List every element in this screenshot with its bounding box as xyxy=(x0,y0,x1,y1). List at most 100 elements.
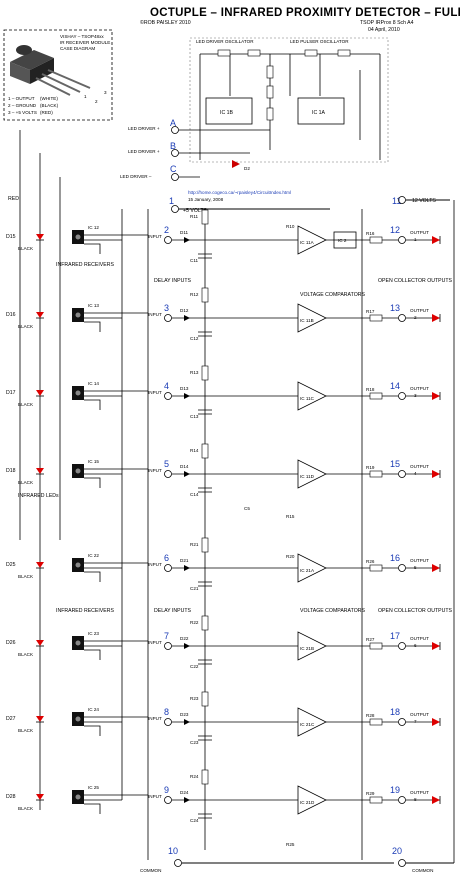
diode-icon xyxy=(184,719,190,725)
input-label: INPUT xyxy=(148,794,162,799)
ir-led-icon xyxy=(36,562,44,568)
output-channel-number: 7 xyxy=(414,719,417,724)
infrared-leds-label: INFRARED LEDs xyxy=(18,493,59,499)
url-date: 15 January, 2008 xyxy=(188,197,224,202)
diode-label: D13 xyxy=(180,386,189,391)
delay-resistor xyxy=(201,615,209,631)
pulser-osc-label: LED PULSER OSCILLATOR xyxy=(290,39,349,44)
black-wire-label: BLACK xyxy=(18,806,34,811)
input-terminal-number: 4 xyxy=(164,381,169,391)
doc-id: TSOP IRProx 8 Sch A4 xyxy=(360,20,414,26)
resistor-label: R12 xyxy=(190,292,199,297)
output-terminal-number: 18 xyxy=(390,707,400,717)
input-terminal xyxy=(164,564,172,572)
voltage-comparators-label-2: VOLTAGE COMPARATORS xyxy=(300,608,365,614)
output-resistor xyxy=(369,642,383,650)
output-channel-number: 3 xyxy=(414,393,417,398)
output-led-icon xyxy=(432,470,440,478)
black-wire-label: BLACK xyxy=(18,324,34,329)
comparator-label: IC 11B xyxy=(300,318,314,323)
c5-label: C5 xyxy=(244,506,250,511)
capacitor-label: C23 xyxy=(190,740,199,745)
comparator-opamp xyxy=(297,553,327,583)
delay-resistor xyxy=(201,769,209,785)
delay-resistor xyxy=(201,443,209,459)
plus-12v-label: 12 VOLTS xyxy=(412,198,436,204)
delay-resistor xyxy=(201,287,209,303)
input-terminal xyxy=(164,796,172,804)
receiver-ic-label: IC 12 xyxy=(88,225,99,230)
terminal-c: C xyxy=(170,164,177,174)
common-label-right: COMMON xyxy=(412,868,433,873)
receiver-ic-label: IC 14 xyxy=(88,381,99,386)
pin-num-3: 3 xyxy=(104,90,107,95)
terminal-b: B xyxy=(170,141,176,151)
author-credit: ©ROB PAISLEY 2010 xyxy=(140,19,191,26)
diode-icon xyxy=(184,393,190,399)
ir-led-icon xyxy=(36,390,44,396)
terminal-10: 10 xyxy=(168,846,178,856)
ir-led-icon xyxy=(36,640,44,646)
diode-label: D11 xyxy=(180,230,189,235)
output-resistor-label: R28 xyxy=(366,713,375,718)
output-label: OUTPUT xyxy=(410,464,429,469)
output-terminal xyxy=(398,564,406,572)
resistor-label: R11 xyxy=(190,214,199,219)
output-led-icon xyxy=(432,314,440,322)
input-terminal-number: 2 xyxy=(164,225,169,235)
output-resistor xyxy=(369,564,383,572)
diode-icon xyxy=(184,237,190,243)
delay-resistor xyxy=(201,537,209,553)
led-driver-b-label: LED DRIVER + xyxy=(128,149,160,154)
input-terminal xyxy=(164,392,172,400)
capacitor-label: C11 xyxy=(190,258,199,263)
ir-led-label: D25 xyxy=(6,562,16,568)
pin2-desc: 2 – GROUND xyxy=(8,103,37,108)
ir-receivers-label-1: INFRARED RECEIVERS xyxy=(56,262,114,268)
output-terminal-number: 15 xyxy=(390,459,400,469)
diode-label: D22 xyxy=(180,636,189,641)
output-terminal-number: 14 xyxy=(390,381,400,391)
output-resistor-label: R27 xyxy=(366,637,375,642)
comparator-label: IC 21D xyxy=(300,800,315,805)
delay-resistor xyxy=(201,691,209,707)
doc-date: 04 April, 2010 xyxy=(368,27,400,33)
diode-icon xyxy=(184,565,190,571)
output-led-icon xyxy=(432,236,440,244)
input-terminal xyxy=(164,718,172,726)
receiver-ic-label: IC 13 xyxy=(88,303,99,308)
terminal-a: A xyxy=(170,118,176,128)
led-driver-c-label: LED DRIVER – xyxy=(120,174,152,179)
delay-inputs-label-2: DELAY INPUTS xyxy=(154,608,192,614)
ir-led-label: D28 xyxy=(6,794,16,800)
output-resistor-label: R17 xyxy=(366,309,375,314)
capacitor-label: C22 xyxy=(190,664,199,669)
black-wire-label: BLACK xyxy=(18,574,34,579)
output-led-icon xyxy=(432,796,440,804)
ir-led-label: D16 xyxy=(6,312,16,318)
output-terminal-number: 13 xyxy=(390,303,400,313)
diode-label: D21 xyxy=(180,558,189,563)
led-d2-icon: D2 xyxy=(232,160,250,171)
ir-receiver-module-icon xyxy=(10,45,91,96)
comparator-opamp xyxy=(297,631,327,661)
black-wire-label: BLACK xyxy=(18,402,34,407)
receiver-ic-label: IC 23 xyxy=(88,631,99,636)
output-terminal xyxy=(398,314,406,322)
pin2-color: (BLACK) xyxy=(40,103,59,108)
receiver-ic-label: IC 24 xyxy=(88,707,99,712)
sensor-case-box: VISHAY – TSOP48xx IR RECEIVER MODULE CAS… xyxy=(3,29,113,121)
capacitor-label: C21 xyxy=(190,586,199,591)
sensor-box-line2: IR RECEIVER MODULE xyxy=(60,40,110,45)
ic1b-label: IC 1B xyxy=(220,110,234,116)
input-terminal xyxy=(164,642,172,650)
diagram-title: OCTUPLE – INFRARED PROXIMITY DETECTOR – … xyxy=(150,7,460,19)
delay-resistor xyxy=(201,365,209,381)
output-label: OUTPUT xyxy=(410,386,429,391)
output-terminal-number: 19 xyxy=(390,785,400,795)
ir-led-label: D17 xyxy=(6,390,16,396)
resistor-label: R24 xyxy=(190,774,199,779)
output-terminal-number: 16 xyxy=(390,553,400,563)
